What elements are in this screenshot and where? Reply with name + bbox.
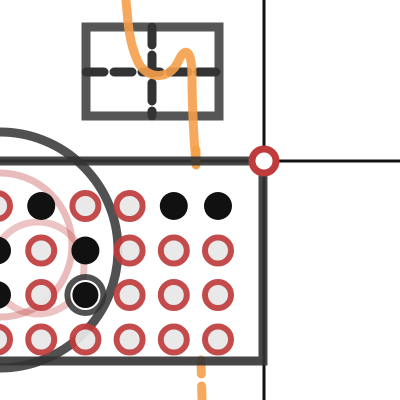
peg-grid xyxy=(0,190,234,356)
red-ring-icon[interactable] xyxy=(25,234,58,267)
peg-dot xyxy=(0,281,11,309)
medium-arc xyxy=(0,169,76,321)
peg-ring xyxy=(113,323,146,356)
peg-ring xyxy=(69,190,102,222)
peg-ring xyxy=(25,234,58,267)
red-ring-icon[interactable] xyxy=(157,234,190,267)
peg-ring xyxy=(25,279,58,311)
inner-arc xyxy=(0,218,88,318)
red-ring-icon[interactable] xyxy=(157,279,190,311)
black-dot-icon[interactable] xyxy=(27,192,56,220)
black-dot-icon[interactable] xyxy=(64,274,107,316)
red-ring-icon[interactable] xyxy=(0,323,13,356)
peg-ring xyxy=(157,279,190,311)
peg-ring xyxy=(202,234,234,267)
peg-ring xyxy=(202,323,234,356)
red-ring-icon[interactable] xyxy=(113,234,146,267)
red-ring-icon[interactable] xyxy=(25,323,58,356)
red-ring-icon[interactable] xyxy=(113,323,146,356)
red-ring-icon[interactable] xyxy=(202,279,234,311)
board-frame xyxy=(0,156,268,366)
orange-trail xyxy=(121,0,201,170)
peg-ring xyxy=(113,279,146,311)
peg-ring xyxy=(202,279,234,311)
red-ring-icon[interactable] xyxy=(69,190,102,222)
black-dot-icon[interactable] xyxy=(71,236,100,265)
red-ring-icon[interactable] xyxy=(113,279,146,311)
peg-ring xyxy=(69,323,102,356)
black-dot-icon[interactable] xyxy=(0,236,11,265)
peg-dot xyxy=(71,236,100,265)
peg-ring xyxy=(113,234,146,267)
red-ring-icon[interactable] xyxy=(202,234,234,267)
red-ring-icon[interactable] xyxy=(69,323,102,356)
black-dot-icon[interactable] xyxy=(159,192,188,220)
peg-dot xyxy=(0,236,11,265)
peg-dot xyxy=(159,192,188,220)
peg-ring xyxy=(157,234,190,267)
peg-ring xyxy=(0,190,13,222)
red-ring-icon[interactable] xyxy=(113,190,146,222)
peg-ring xyxy=(157,323,190,356)
red-ring-icon[interactable] xyxy=(25,279,58,311)
peg-ring xyxy=(25,323,58,356)
black-dot-icon[interactable] xyxy=(0,281,11,309)
peg-ring xyxy=(113,190,146,222)
large-arc xyxy=(0,127,123,373)
red-ring-icon[interactable] xyxy=(157,323,190,356)
peg-dot xyxy=(27,192,56,220)
peg-core xyxy=(70,280,101,310)
red-ring-icon[interactable] xyxy=(202,323,234,356)
target-marker[interactable] xyxy=(248,145,280,177)
black-dot-icon[interactable] xyxy=(204,192,232,220)
peg-ring xyxy=(0,323,13,356)
red-ring-icon[interactable] xyxy=(0,190,13,222)
peg-dot xyxy=(204,192,232,220)
